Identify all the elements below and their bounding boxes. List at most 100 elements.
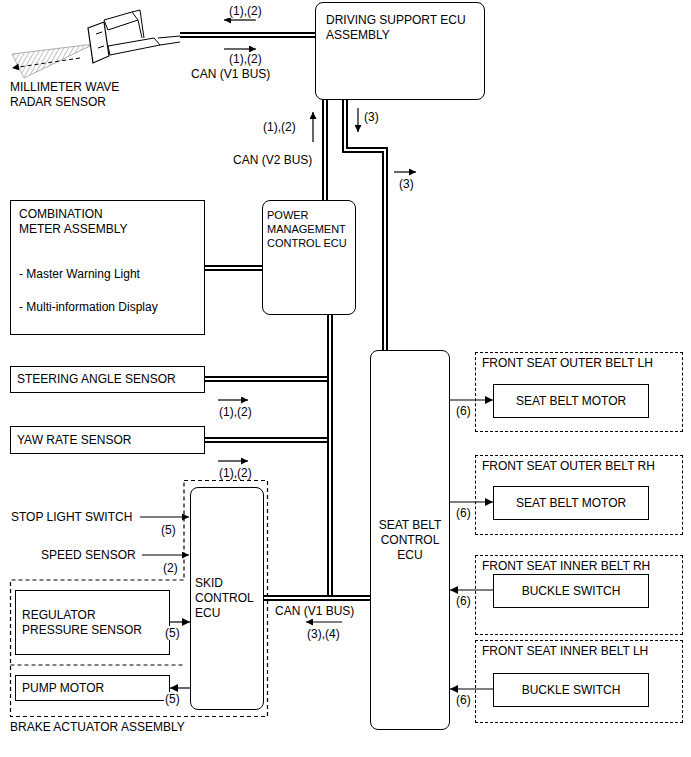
node-title: POWER MANAGEMENT CONTROL ECU — [267, 209, 351, 250]
can-bus-line — [205, 315, 330, 379]
belt-group: FRONT SEAT OUTER BELT RH SEAT BELT MOTOR — [475, 455, 683, 535]
signal-arrow — [140, 516, 189, 517]
belt-group: FRONT SEAT INNER BELT LH BUCKLE SWITCH — [475, 640, 683, 723]
node-title: FRONT SEAT OUTER BELT RH — [482, 459, 676, 474]
node-title: YAW RATE SENSOR — [17, 433, 198, 448]
can-bus-line — [325, 100, 326, 200]
can-bus-line — [205, 315, 330, 440]
bus-outer — [180, 32, 315, 38]
node-title: SEAT BELT MOTOR — [498, 394, 644, 409]
node-title: PUMP MOTOR — [22, 681, 163, 696]
ecu-box: DRIVING SUPPORT ECU ASSEMBLY — [315, 2, 485, 100]
signal-arrow — [224, 48, 256, 49]
signal-path — [450, 589, 493, 590]
radar-illustration — [8, 8, 180, 80]
signal-number: (5) — [164, 692, 181, 706]
signal-number: (6) — [455, 693, 472, 707]
node-title: DRIVING SUPPORT ECU ASSEMBLY — [326, 13, 474, 43]
node-title: SEAT BELT MOTOR — [498, 496, 644, 511]
meter-box: COMBINATION METER ASSEMBLY - Master Warni… — [10, 200, 205, 335]
signal-number: (1),(2) — [218, 466, 253, 480]
bus-outer — [322, 100, 328, 200]
switch-box: BUCKLE SWITCH — [493, 673, 649, 707]
signal-line — [450, 689, 493, 690]
node-item: - Master Warning Light — [19, 267, 196, 282]
bus-core — [205, 315, 330, 379]
signal-number: (6) — [455, 404, 472, 418]
belt-group: FRONT SEAT INNER BELT RHBUCKLE SWITCH — [475, 555, 683, 635]
motor-box: SEAT BELT MOTOR — [493, 486, 649, 520]
bus-outer — [264, 595, 370, 601]
signal-arrow — [218, 399, 248, 400]
can-bus-line — [180, 35, 315, 36]
ecu-box: SEAT BELT CONTROL ECU — [370, 350, 450, 730]
signal-number: (1),(2) — [218, 405, 253, 419]
bus-core — [324, 100, 326, 200]
signal-label: STOP LIGHT SWITCH — [10, 510, 133, 524]
signal-number: (1),(2) — [228, 52, 263, 66]
signal-arrow — [218, 460, 248, 461]
sensor-box: STEERING ANGLE SENSOR — [10, 366, 205, 393]
motor-box: SEAT BELT MOTOR — [493, 384, 649, 418]
signal-arrow — [306, 621, 342, 622]
signal-number: (6) — [455, 506, 472, 520]
signal-number: (3) — [363, 110, 380, 124]
switch-box: BUCKLE SWITCH — [493, 574, 649, 608]
belt-group: FRONT SEAT OUTER BELT LH SEAT BELT MOTOR — [475, 352, 683, 432]
sensor-box: REGULATOR PRESSURE SENSOR — [15, 590, 170, 655]
bus-core — [205, 267, 262, 269]
node-title: STEERING ANGLE SENSOR — [17, 372, 198, 387]
bus-outer — [205, 315, 330, 440]
signal-line — [170, 622, 190, 623]
bus-core — [180, 34, 315, 36]
signal-path — [170, 687, 190, 688]
node-title: FRONT SEAT OUTER BELT LH — [482, 356, 676, 371]
can-bus-line — [264, 315, 330, 598]
sensor-box: YAW RATE SENSOR — [10, 426, 205, 454]
node-title: SEAT BELT CONTROL ECU — [374, 518, 446, 563]
signal-label: CAN (V1 BUS) — [190, 67, 271, 81]
ecu-box: SKID CONTROL ECU — [190, 487, 264, 710]
node-title: BUCKLE SWITCH — [498, 683, 644, 698]
can-bus-line — [264, 598, 370, 599]
signal-number: (3),(4) — [306, 627, 341, 641]
signal-number: (6) — [455, 594, 472, 608]
signal-number: (1),(2) — [228, 4, 263, 18]
signal-line — [450, 502, 493, 503]
node-title: REGULATOR PRESSURE SENSOR — [22, 608, 163, 638]
signal-line — [450, 590, 493, 591]
signal-line — [450, 400, 493, 401]
signal-path — [170, 621, 190, 622]
signal-number: (3) — [398, 177, 415, 191]
bus-core — [264, 315, 330, 598]
signal-number: (1),(2) — [262, 120, 297, 134]
signal-arrow — [224, 19, 256, 20]
signal-line — [170, 688, 190, 689]
node-title: BUCKLE SWITCH — [498, 584, 644, 599]
bus-core — [264, 597, 370, 599]
node-title: SKID CONTROL ECU — [195, 576, 259, 621]
signal-label: SPEED SENSOR — [40, 548, 137, 562]
signal-number: (5) — [160, 523, 177, 537]
bus-outer — [264, 315, 330, 598]
radar-sensor: MILLIMETER WAVE RADAR SENSOR — [8, 8, 180, 110]
signal-path — [450, 501, 493, 502]
signal-path — [450, 399, 493, 400]
node-title: BRAKE ACTUATOR ASSEMBLY — [10, 720, 185, 735]
signal-number: (5) — [164, 626, 181, 640]
can-bus-line — [205, 268, 262, 269]
signal-arrow — [142, 554, 189, 555]
signal-arrow — [357, 108, 358, 132]
node-item: - Multi-information Display — [19, 300, 196, 315]
ecu-box: POWER MANAGEMENT CONTROL ECU — [262, 200, 356, 315]
signal-arrow — [394, 171, 416, 172]
node-title: COMBINATION METER ASSEMBLY — [19, 207, 139, 237]
bus-outer — [205, 265, 262, 271]
motor-box: PUMP MOTOR — [15, 675, 170, 701]
node-title: MILLIMETER WAVE RADAR SENSOR — [10, 80, 140, 110]
signal-label: CAN (V2 BUS) — [232, 153, 313, 167]
node-title: FRONT SEAT INNER BELT LH — [482, 644, 676, 659]
signal-arrow — [312, 112, 313, 142]
bus-outer — [205, 315, 330, 379]
signal-path — [450, 688, 493, 689]
